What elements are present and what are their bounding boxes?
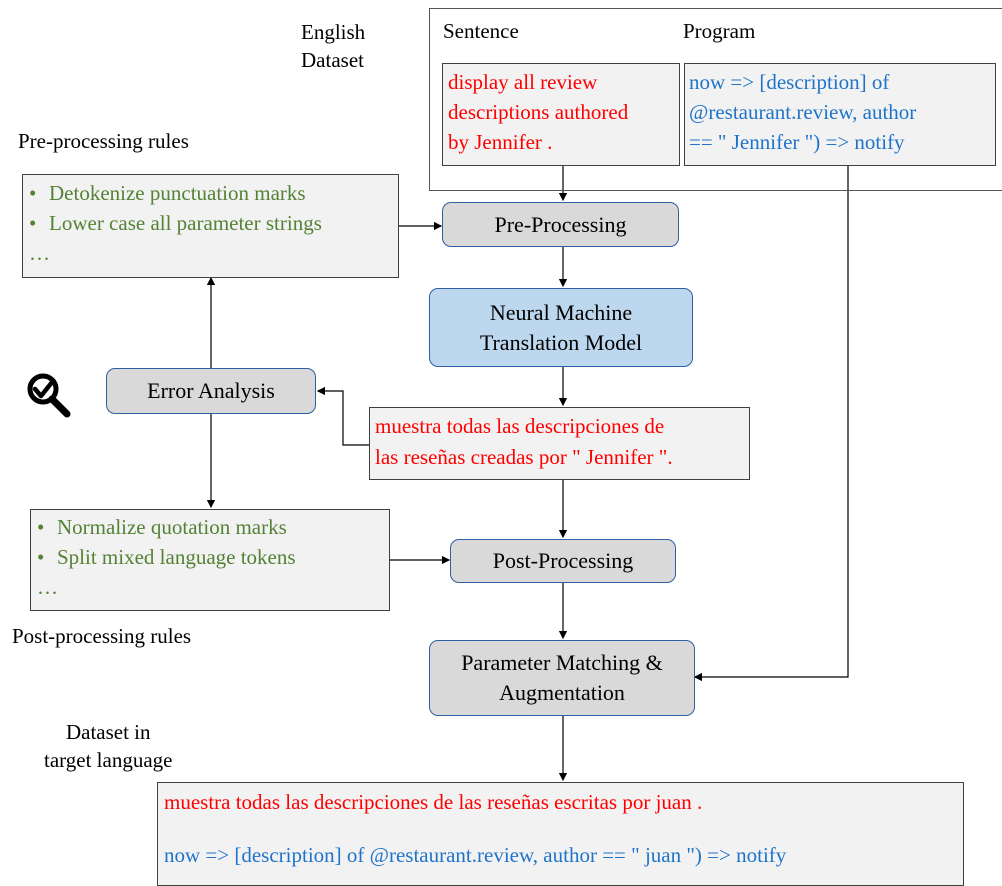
- nmt-model-step: Neural Machine Translation Model: [429, 288, 693, 367]
- pre-rule-ellipsis: …: [29, 241, 50, 265]
- parameter-matching-step: Parameter Matching & Augmentation: [429, 640, 695, 716]
- english-program-line: now => [description] of: [689, 70, 890, 94]
- parameter-matching-line: Augmentation: [499, 680, 625, 705]
- pre-processing-rules-box: •Detokenize punctuation marks •Lower cas…: [22, 174, 399, 278]
- translation-line: las reseñas creadas por " Jennifer ".: [375, 445, 673, 469]
- error-analysis-step: Error Analysis: [106, 368, 316, 414]
- target-dataset-label-line1: Dataset in: [65, 720, 151, 744]
- post-rule-text: Split mixed language tokens: [57, 545, 296, 569]
- pre-rule-text: Lower case all parameter strings: [49, 211, 322, 235]
- pre-processing-step: Pre-Processing: [442, 202, 679, 247]
- target-dataset-label: Dataset in target language: [44, 718, 172, 774]
- post-processing-step: Post-Processing: [450, 539, 676, 583]
- pre-processing-rules-title: Pre-processing rules: [18, 129, 189, 153]
- pre-rule-item: •Lower case all parameter strings: [29, 211, 322, 235]
- arrow-translation-to-error-analysis: [316, 386, 369, 446]
- english-sentence-box: display all review descriptions authored…: [442, 63, 680, 166]
- target-dataset-box: muestra todas las descripciones de las r…: [157, 782, 964, 886]
- post-processing-rules-title: Post-processing rules: [12, 624, 192, 648]
- pre-rule-item: •Detokenize punctuation marks: [29, 181, 306, 205]
- post-rule-item: •Split mixed language tokens: [37, 545, 296, 569]
- english-dataset-label-line2: Dataset: [301, 48, 364, 72]
- english-sentence-line: descriptions authored: [448, 100, 629, 124]
- post-rule-ellipsis: …: [37, 575, 58, 599]
- english-sentence-line: display all review: [448, 70, 598, 94]
- post-processing-rules-box: •Normalize quotation marks •Split mixed …: [30, 509, 390, 611]
- english-program-box: now => [description] of @restaurant.revi…: [684, 63, 996, 166]
- nmt-model-line: Neural Machine: [489, 299, 633, 325]
- target-dataset-label-line2: target language: [44, 748, 173, 772]
- sentence-header: Sentence: [443, 19, 519, 43]
- post-rule-item: •Normalize quotation marks: [37, 515, 287, 539]
- parameter-matching-line: Parameter Matching &: [461, 650, 663, 675]
- target-sentence: muestra todas las descripciones de las r…: [164, 790, 703, 814]
- nmt-model-line: Translation Model: [479, 329, 643, 355]
- english-dataset-label-line1: English: [301, 20, 366, 44]
- english-dataset-panel: [429, 8, 1002, 191]
- program-header: Program: [683, 19, 756, 43]
- arrow-program-to-parameter: [693, 165, 849, 682]
- english-dataset-label: English Dataset: [301, 18, 365, 74]
- pre-rule-text: Detokenize punctuation marks: [49, 181, 306, 205]
- translation-output-box: muestra todas las descripciones de las r…: [369, 407, 750, 480]
- english-program-line: == " Jennifer ") => notify: [689, 130, 905, 154]
- english-program-line: @restaurant.review, author: [689, 100, 917, 124]
- post-rule-text: Normalize quotation marks: [57, 515, 287, 539]
- target-program: now => [description] of @restaurant.revi…: [164, 843, 787, 867]
- english-sentence-line: by Jennifer .: [448, 130, 553, 154]
- translation-line: muestra todas las descripciones de: [375, 414, 665, 438]
- magnifier-check-icon: [24, 369, 74, 419]
